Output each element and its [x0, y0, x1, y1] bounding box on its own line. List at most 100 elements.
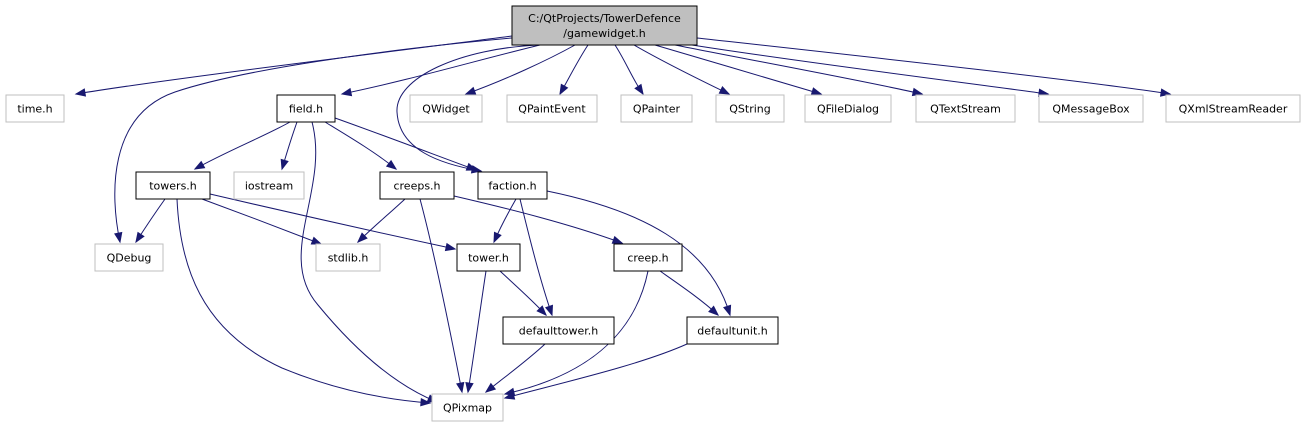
edge-root-to-qwidget — [464, 44, 576, 95]
node-tower[interactable]: tower.h — [456, 243, 521, 272]
arrowhead — [464, 86, 477, 95]
arrowhead — [114, 231, 123, 244]
edge-line — [334, 117, 477, 171]
edge-root-to-qpainter — [614, 44, 644, 96]
node-label: defaulttower.h — [519, 325, 599, 338]
edge-towers-to-tower — [209, 193, 457, 252]
node-label: faction.h — [488, 180, 536, 193]
edge-creeps-to-creep — [453, 195, 624, 244]
edge-faction-to-defaultunit — [546, 190, 732, 317]
node-defaultunit[interactable]: defaultunit.h — [686, 316, 779, 345]
edge-defaulttower-to-qpixmap — [484, 343, 546, 393]
edge-field-to-iostream — [280, 121, 298, 171]
node-box — [502, 316, 615, 345]
node-qstring: QString — [715, 94, 785, 123]
node-label: QWidget — [422, 103, 470, 116]
node-label: QTextStream — [930, 103, 1001, 116]
edge-line — [396, 44, 541, 172]
node-box — [379, 171, 455, 200]
node-box — [431, 393, 504, 422]
node-qpaintevent: QPaintEvent — [506, 94, 598, 123]
node-label: stdlib.h — [328, 252, 369, 265]
edge-field-to-creeps — [324, 121, 398, 170]
node-box — [456, 243, 521, 272]
root-node-label-line1: C:/QtProjects/TowerDefence — [528, 12, 681, 25]
edge-field-to-faction — [334, 117, 478, 171]
node-box — [315, 243, 381, 272]
node-qpixmap: QPixmap — [431, 393, 504, 422]
arrowhead — [280, 158, 289, 171]
node-label: QString — [729, 103, 771, 116]
node-field[interactable]: field.h — [276, 94, 336, 123]
arrowhead — [340, 87, 353, 97]
node-qdebug: QDebug — [94, 243, 164, 272]
arrowhead — [444, 242, 457, 252]
edge-creeps-to-stdlib — [357, 198, 406, 243]
edge-line — [696, 37, 1171, 95]
edge-root-to-field — [340, 44, 541, 97]
node-box — [686, 316, 779, 345]
node-box — [276, 94, 336, 123]
node-towers[interactable]: towers.h — [135, 171, 211, 200]
node-qmessagebox: QMessageBox — [1038, 94, 1144, 123]
edge-line — [419, 198, 463, 393]
arrowhead — [718, 86, 731, 95]
edge-line — [519, 198, 553, 316]
edge-line — [633, 44, 730, 95]
edge-line — [341, 44, 541, 95]
nodes-layer: C:/QtProjects/TowerDefence /gamewidget.h… — [5, 5, 1301, 422]
arrowhead — [193, 160, 206, 170]
node-label: QFileDialog — [817, 103, 879, 116]
node-qfiledialog: QFileDialog — [804, 94, 892, 123]
edge-root-to-qfiledialog — [654, 44, 823, 96]
edge-line — [546, 190, 731, 316]
node-label: defaultunit.h — [697, 325, 768, 338]
node-box — [915, 94, 1016, 123]
node-faction[interactable]: faction.h — [477, 171, 548, 200]
node-time: time.h — [5, 94, 65, 123]
node-box — [233, 171, 305, 200]
node-qxmlstreamreader: QXmlStreamReader — [1165, 94, 1301, 123]
edge-line — [504, 270, 649, 395]
arrowhead — [493, 231, 502, 244]
edge-line — [300, 121, 438, 403]
edge-line — [499, 270, 547, 316]
arrowhead — [559, 83, 569, 96]
edge-creeps-to-qpixmap — [419, 198, 465, 394]
edge-line — [691, 44, 1049, 95]
node-box — [506, 94, 598, 123]
arrowhead — [911, 87, 924, 97]
arrowhead — [465, 381, 474, 394]
edge-root-to-qdebug — [114, 37, 513, 244]
node-box — [804, 94, 892, 123]
edge-field-to-towers — [193, 121, 291, 170]
node-label: towers.h — [149, 180, 197, 193]
root-node-label-line2: /gamewidget.h — [563, 27, 646, 40]
node-qpainter: QPainter — [620, 94, 693, 123]
arrowhead — [135, 231, 145, 244]
node-label: iostream — [245, 180, 293, 193]
root-node[interactable]: C:/QtProjects/TowerDefence /gamewidget.h — [511, 5, 698, 46]
edge-line — [324, 121, 397, 170]
node-box — [613, 243, 683, 272]
node-label: QMessageBox — [1052, 103, 1130, 116]
edge-line — [504, 343, 688, 399]
edge-root-to-qxmlstreamreader — [696, 37, 1172, 97]
edge-faction-to-tower — [493, 198, 517, 244]
node-creep[interactable]: creep.h — [613, 243, 683, 272]
node-label: QDebug — [107, 252, 152, 265]
edge-faction-to-defaulttower — [519, 198, 553, 317]
edge-line — [485, 343, 546, 393]
node-box — [620, 94, 693, 123]
node-creeps[interactable]: creeps.h — [379, 171, 455, 200]
arrowhead — [310, 236, 323, 245]
node-label: QXmlStreamReader — [1179, 103, 1288, 116]
arrowhead — [723, 304, 732, 317]
arrowhead — [484, 382, 497, 393]
node-box — [1038, 94, 1144, 123]
arrowhead — [708, 305, 720, 316]
edge-root-to-qtextstream — [674, 44, 924, 97]
node-label: creep.h — [627, 252, 668, 265]
node-defaulttower[interactable]: defaulttower.h — [502, 316, 615, 345]
